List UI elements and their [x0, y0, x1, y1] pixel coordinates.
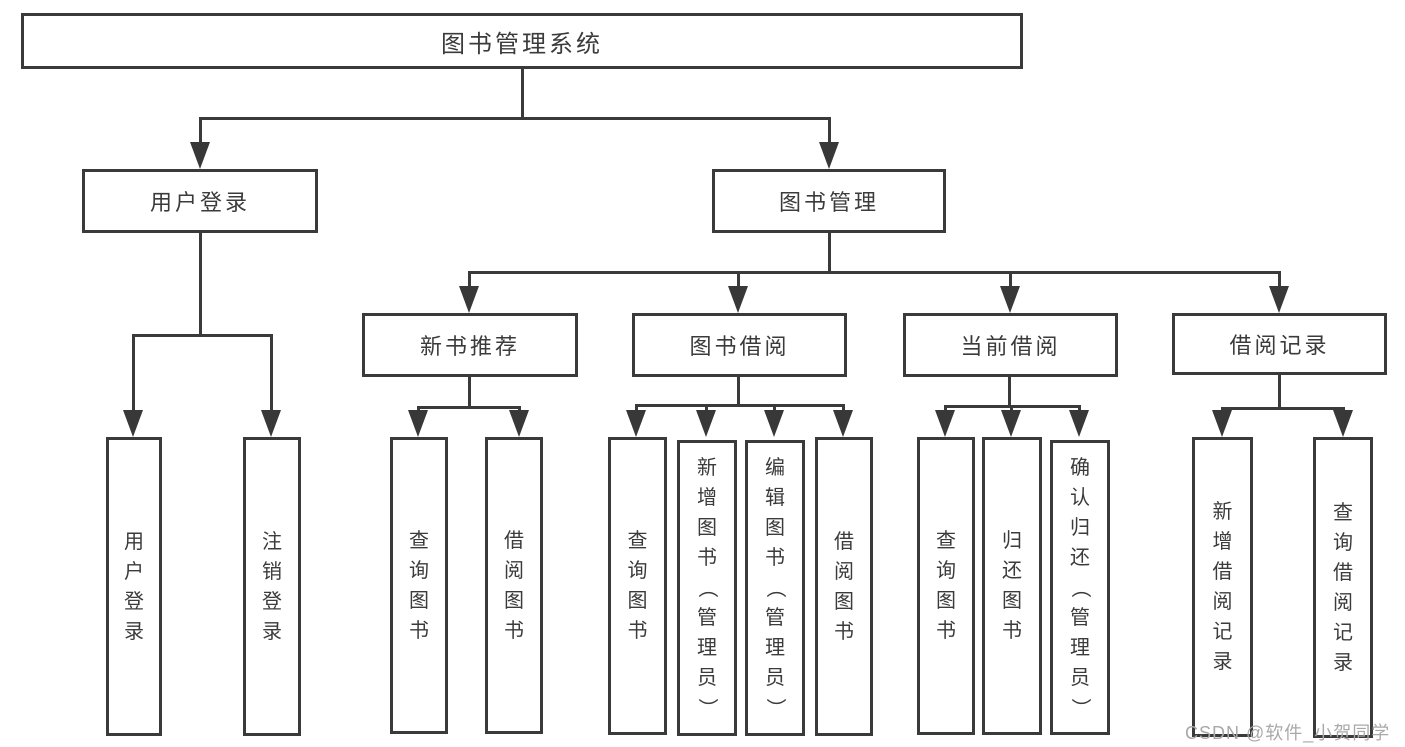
connector-borrow-records-hline [1221, 407, 1345, 410]
arrowhead-bb-add [696, 410, 716, 437]
connector-root-hline [199, 117, 831, 120]
leaf-nb-borrow-books-label: 借阅图书 [504, 529, 524, 642]
connector-drop-bb-query [635, 404, 638, 412]
leaf-cb-confirm-return-admin-label: 确认归还（管理员） [1069, 456, 1091, 718]
connector-drop-cb-query [944, 405, 947, 412]
leaf-user-login: 用户登录 [106, 437, 162, 736]
node-user-login: 用户登录 [82, 169, 318, 233]
leaf-bb-add-books-admin-label: 新增图书（管理员） [696, 457, 718, 718]
leaf-cb-return-books: 归还图书 [982, 437, 1042, 735]
connector-drop-nb-borrow [518, 406, 521, 412]
arrowhead-bb-edit [764, 410, 784, 437]
node-new-book-recommend: 新书推荐 [362, 313, 578, 377]
leaf-bb-query-books: 查询图书 [608, 437, 667, 735]
connector-drop-borrow-records [1278, 271, 1281, 289]
arrowhead-br-add [1212, 410, 1232, 437]
connector-drop-book-management [828, 117, 831, 147]
connector-book-borrow-stem [737, 377, 740, 406]
node-user-login-label: 用户登录 [149, 190, 250, 215]
node-library-system-label: 图书管理系统 [441, 30, 603, 58]
arrowhead-current-borrow [1000, 286, 1020, 313]
leaf-bb-edit-books-admin-label: 编辑图书（管理员） [764, 457, 786, 718]
leaf-bb-query-books-label: 查询图书 [627, 530, 648, 642]
arrowhead-logout-leaf [261, 410, 281, 437]
connector-drop-bb-borrow [842, 404, 845, 412]
arrowhead-user-login [190, 142, 210, 169]
leaf-br-query-record-label: 查询借阅记录 [1333, 501, 1353, 674]
leaf-br-add-record-label: 新增借阅记录 [1212, 501, 1233, 673]
arrowhead-book-management [819, 142, 839, 169]
connector-book-management-stem [828, 233, 831, 273]
connector-root-stem [521, 69, 524, 118]
leaf-bb-add-books-admin: 新增图书（管理员） [677, 440, 737, 736]
connector-book-borrow-hline [635, 404, 845, 407]
arrowhead-cb-query [935, 410, 955, 437]
connector-drop-cb-return [1010, 405, 1013, 412]
arrowhead-nb-query [408, 410, 428, 437]
connector-drop-bb-edit [773, 404, 776, 412]
leaf-cb-return-books-label: 归还图书 [1002, 530, 1022, 642]
connector-current-borrow-stem [1008, 377, 1011, 407]
connector-drop-login-leaf [132, 334, 135, 412]
connector-borrow-records-stem [1278, 375, 1281, 409]
leaf-cb-query-books-label: 查询图书 [936, 530, 956, 642]
connector-user-login-stem [199, 233, 202, 336]
connector-new-books-stem [468, 377, 471, 408]
arrowhead-login-leaf [123, 410, 143, 437]
connector-drop-current-borrow [1009, 271, 1012, 289]
connector-drop-br-add [1221, 407, 1224, 412]
node-book-management: 图书管理 [712, 169, 946, 233]
connector-drop-book-borrow [737, 271, 740, 289]
connector-drop-br-query [1342, 407, 1345, 412]
arrowhead-new-books [459, 286, 479, 313]
connector-level3-hline [468, 271, 1281, 274]
node-borrow-records-label: 借阅记录 [1229, 333, 1330, 358]
leaf-user-login-label: 用户登录 [124, 530, 144, 643]
leaf-bb-edit-books-admin: 编辑图书（管理员） [745, 440, 805, 736]
connector-drop-new-books [468, 271, 471, 289]
leaf-nb-query-books: 查询图书 [390, 437, 448, 734]
node-book-borrowing: 图书借阅 [632, 313, 847, 377]
leaf-nb-query-books-label: 查询图书 [409, 529, 429, 642]
connector-new-books-hline [417, 406, 521, 409]
arrowhead-nb-borrow [509, 410, 529, 437]
leaf-bb-borrow-books-label: 借阅图书 [834, 530, 854, 643]
arrowhead-cb-confirm [1069, 410, 1089, 437]
connector-user-login-hline [132, 334, 273, 337]
leaf-br-add-record: 新增借阅记录 [1192, 437, 1253, 737]
arrowhead-br-query [1333, 410, 1353, 437]
connector-drop-bb-add [705, 404, 708, 412]
connector-drop-user-login [199, 117, 202, 147]
node-current-borrowing: 当前借阅 [903, 313, 1118, 377]
node-current-borrowing-label: 当前借阅 [960, 334, 1061, 359]
arrowhead-cb-return [1001, 410, 1021, 437]
connector-drop-logout-leaf [270, 334, 273, 412]
node-library-system: 图书管理系统 [21, 13, 1023, 69]
leaf-logout-login: 注销登录 [243, 437, 301, 736]
node-book-management-label: 图书管理 [778, 190, 879, 215]
node-book-borrowing-label: 图书借阅 [689, 334, 790, 359]
leaf-br-query-record: 查询借阅记录 [1313, 437, 1373, 738]
arrowhead-borrow-records [1269, 286, 1289, 313]
arrowhead-book-borrow [728, 286, 748, 313]
leaf-bb-borrow-books: 借阅图书 [815, 437, 873, 736]
arrowhead-bb-borrow [833, 410, 853, 437]
leaf-cb-confirm-return-admin: 确认归还（管理员） [1050, 440, 1110, 735]
node-borrow-records: 借阅记录 [1172, 313, 1387, 375]
node-new-book-recommend-label: 新书推荐 [419, 334, 520, 359]
leaf-cb-query-books: 查询图书 [917, 437, 975, 735]
leaf-logout-login-label: 注销登录 [262, 530, 282, 643]
arrowhead-bb-query [626, 410, 646, 437]
leaf-nb-borrow-books: 借阅图书 [485, 437, 543, 734]
csdn-watermark: CSDN @软件_小贺同学 [1185, 723, 1391, 743]
connector-drop-cb-confirm [1078, 405, 1081, 412]
connector-drop-nb-query [417, 406, 420, 412]
